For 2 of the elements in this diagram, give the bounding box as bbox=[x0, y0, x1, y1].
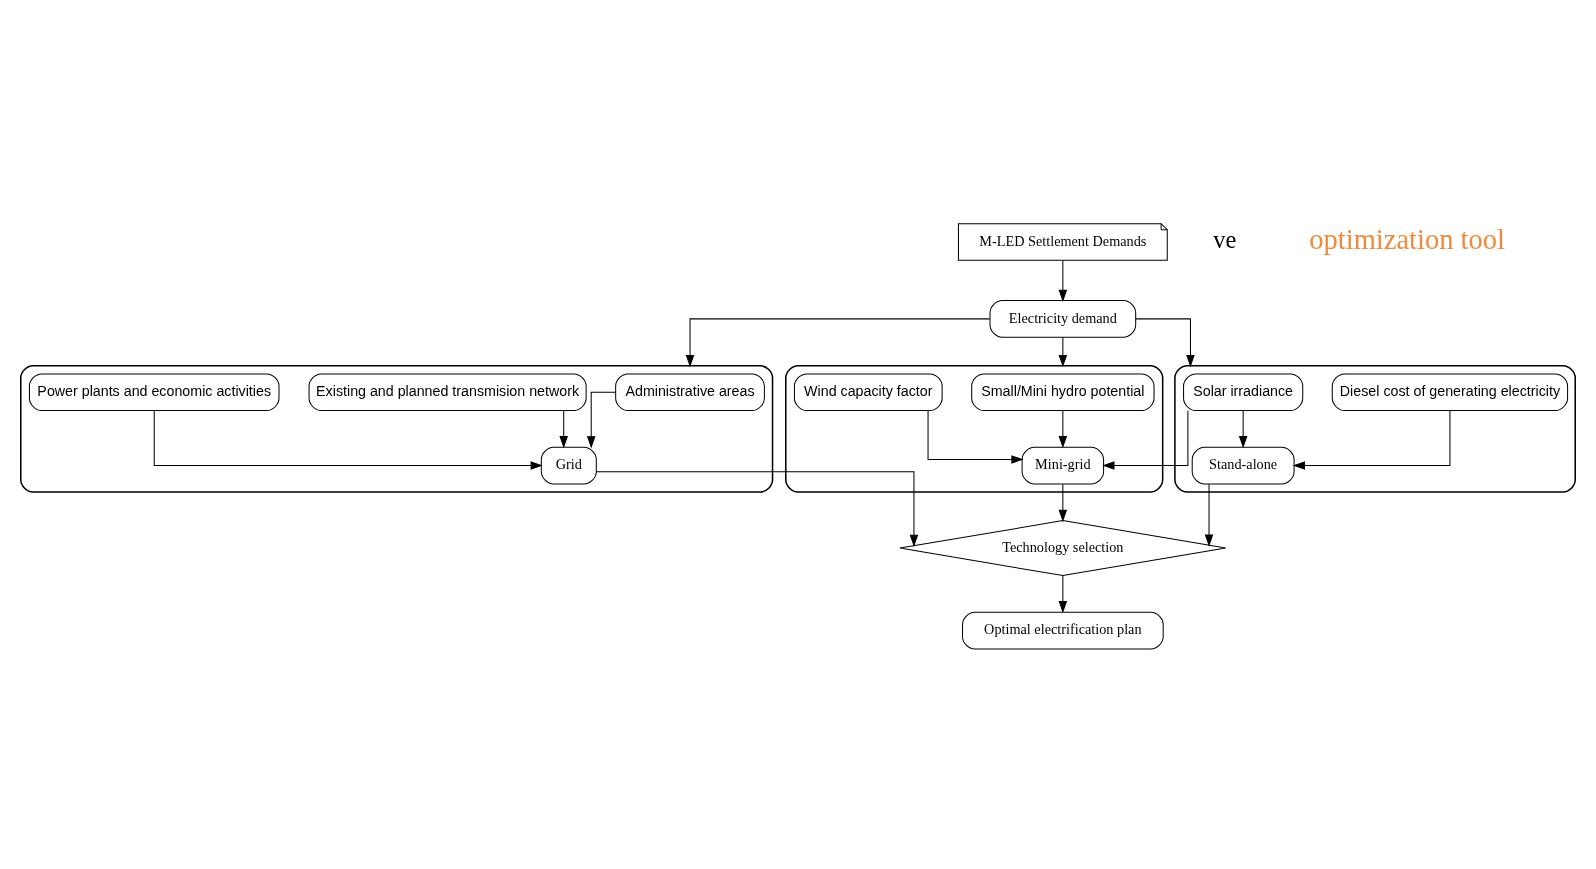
label: ve bbox=[1213, 226, 1237, 254]
label: optimization tool bbox=[1309, 224, 1505, 255]
